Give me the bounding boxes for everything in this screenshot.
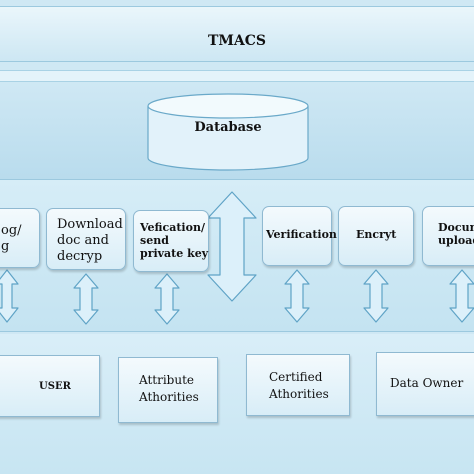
module-download-decrypt: Download doc and decryp <box>46 208 126 270</box>
actor-attribute-authorities: Attribute Athorities <box>118 357 218 423</box>
link-arrow-6 <box>449 269 474 323</box>
module-document-upload: Docum upload <box>422 206 474 266</box>
module-encrypt-label: Encryt <box>356 228 397 241</box>
link-arrow-3 <box>154 273 180 325</box>
link-arrow-5 <box>363 269 389 323</box>
central-double-arrow <box>207 191 257 302</box>
link-arrow-4 <box>284 269 310 323</box>
actor-data-owner-label: Data Owner <box>390 376 464 390</box>
actor-certified-authorities: Certified Athorities <box>246 354 350 416</box>
diagram-title: TMACS <box>207 33 267 49</box>
separator-strip <box>0 70 474 82</box>
title-band <box>0 6 474 62</box>
module-verification-label: Verification <box>266 228 337 241</box>
module-login: og/ g <box>0 208 40 268</box>
database-cylinder <box>147 93 309 171</box>
actor-attribute-authorities-label: Attribute Athorities <box>139 373 199 404</box>
actor-user-label: USER <box>39 381 71 392</box>
database-label: Database <box>194 120 262 135</box>
module-document-upload-label: Docum upload <box>438 221 474 247</box>
module-encrypt: Encryt <box>338 206 414 266</box>
module-verification-private-key: Vefication/ send private key <box>133 210 209 272</box>
module-download-decrypt-label: Download doc and decryp <box>57 217 123 264</box>
module-verification: Verification <box>262 206 337 266</box>
link-arrow-1 <box>0 269 19 323</box>
link-arrow-2 <box>73 273 99 325</box>
actor-user: USER <box>0 355 100 417</box>
actor-certified-authorities-label: Certified Athorities <box>269 370 329 401</box>
module-login-label: og/ g <box>1 223 22 254</box>
actor-data-owner: Data Owner <box>376 352 474 416</box>
module-verification-private-key-label: Vefication/ send private key <box>140 221 209 260</box>
